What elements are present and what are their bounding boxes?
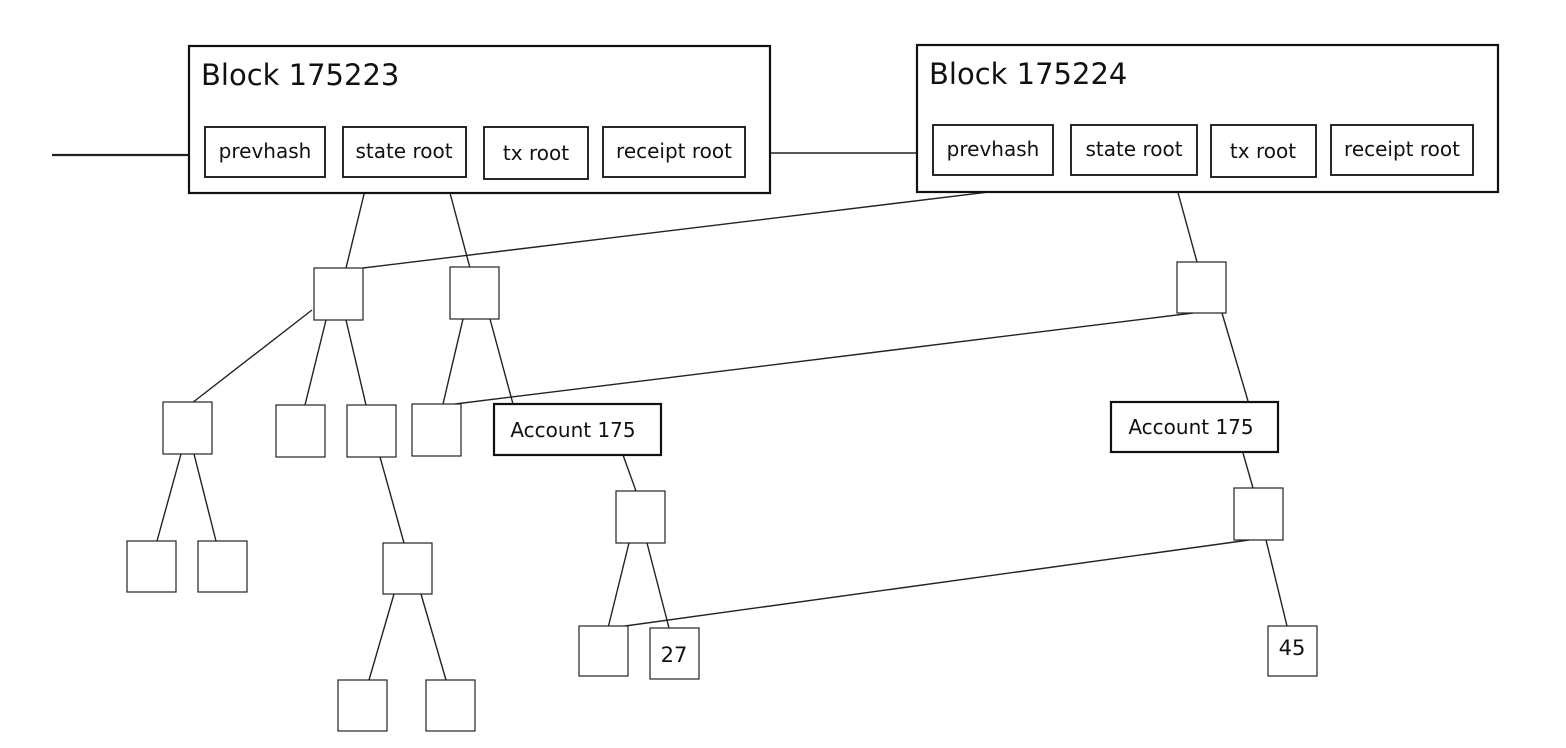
edge [489,318,514,405]
account-label: Account 175 [510,418,635,442]
account-box [1109,400,1280,454]
edge [193,453,217,542]
value-label: 27 [661,643,688,667]
field-label: prevhash [947,137,1040,161]
edge [379,456,405,544]
value-node-27: 27 [649,627,700,680]
value-label: 45 [1279,636,1306,660]
edge [304,319,327,406]
edge [1242,452,1254,489]
block-title: Block 175224 [929,57,1127,91]
field-box [204,126,326,178]
edge [622,454,637,492]
trie-node [578,625,629,677]
account-175-old: Account 175 [492,402,663,457]
trie-node [411,403,462,457]
account-label: Account 175 [1128,415,1253,439]
trie-node [615,490,666,544]
field-prevhash: prevhash [932,124,1054,176]
field-tx-root: tx root [1210,124,1317,178]
field-box [1070,124,1198,176]
field-box [932,124,1054,176]
account-box [492,402,663,457]
trie-node [162,401,213,455]
trie-node [197,540,248,593]
edge-shared [454,312,1194,405]
field-box [602,126,746,178]
value-box [1267,625,1318,677]
field-label: receipt root [1344,137,1460,161]
trie-node [449,266,500,320]
trie-node [1176,261,1227,314]
trie-node [337,679,388,732]
field-label: state root [1085,137,1182,161]
field-box [483,126,589,180]
value-node-45: 45 [1267,625,1318,677]
trie-node [1233,487,1284,541]
trie-node [425,679,476,732]
edge [345,319,367,406]
edge [191,309,313,404]
block-title: Block 175223 [201,58,399,92]
edge [1265,539,1288,627]
edge [1221,312,1249,402]
edge [368,593,395,681]
field-label: receipt root [616,139,732,163]
field-receipt-root: receipt root [1330,124,1474,176]
trie-node [346,404,397,458]
field-state-root: state root [342,126,467,178]
edge [420,593,447,681]
edge-shared [624,539,1250,627]
trie-node [313,267,364,321]
field-label: tx root [503,141,569,165]
edge [156,453,182,542]
edge [442,318,464,405]
field-box [342,126,467,178]
field-receipt-root: receipt root [602,126,746,178]
account-175-new: Account 175 [1109,400,1280,454]
trie-nodes [126,261,1284,732]
trie-node [382,542,433,595]
block-175224: Block 175224 prevhash state root tx root… [915,43,1500,194]
field-prevhash: prevhash [204,126,326,178]
trie-node [126,540,177,593]
field-label: tx root [1230,139,1296,163]
edge [646,542,670,629]
edges [52,152,1288,681]
field-label: prevhash [219,139,312,163]
field-tx-root: tx root [483,126,589,180]
block-175223: Block 175223 prevhash state root tx root… [187,44,772,195]
field-box [1210,124,1317,178]
field-box [1330,124,1474,176]
edge [607,542,630,629]
trie-node [275,404,326,458]
field-label: state root [355,139,452,163]
value-box [649,627,700,680]
field-state-root: state root [1070,124,1198,176]
